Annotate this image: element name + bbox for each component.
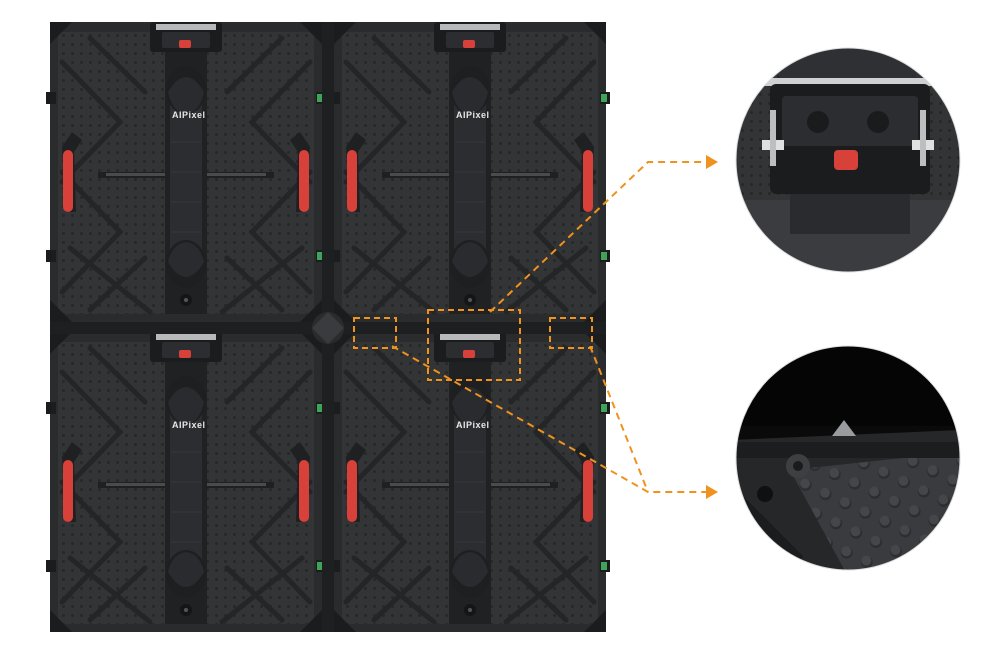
highlight-box-center-lock xyxy=(427,309,521,381)
callout-arrowheads xyxy=(706,155,718,499)
brand-logo-text: AIPixel xyxy=(172,110,206,120)
arrow-right-icon xyxy=(706,485,718,499)
highlight-boxes xyxy=(353,309,593,381)
cabinet-panel-bottom-right: AIPixel xyxy=(330,332,610,632)
brand-logo-text: AIPixel xyxy=(456,420,490,430)
brand-logo-text: AIPixel xyxy=(172,420,206,430)
callout-lines xyxy=(391,161,706,493)
brand-logo-text: AIPixel xyxy=(456,110,490,120)
highlight-box-left-corner xyxy=(353,317,397,349)
detail-circle-lock xyxy=(735,47,961,273)
cabinet-panel-top-left: AIPixel xyxy=(46,22,326,322)
detail-circle-corner xyxy=(735,345,961,571)
callout-line-to-lock-detail xyxy=(489,161,706,313)
highlight-box-right-corner xyxy=(549,317,593,349)
center-joint-connector xyxy=(50,22,606,632)
callout-line-from-right-corner xyxy=(589,345,649,493)
cabinet-panel-top-right: AIPixel xyxy=(330,22,610,322)
cabinet-panel-bottom-left: AIPixel xyxy=(46,332,326,632)
arrow-right-icon xyxy=(706,155,718,169)
